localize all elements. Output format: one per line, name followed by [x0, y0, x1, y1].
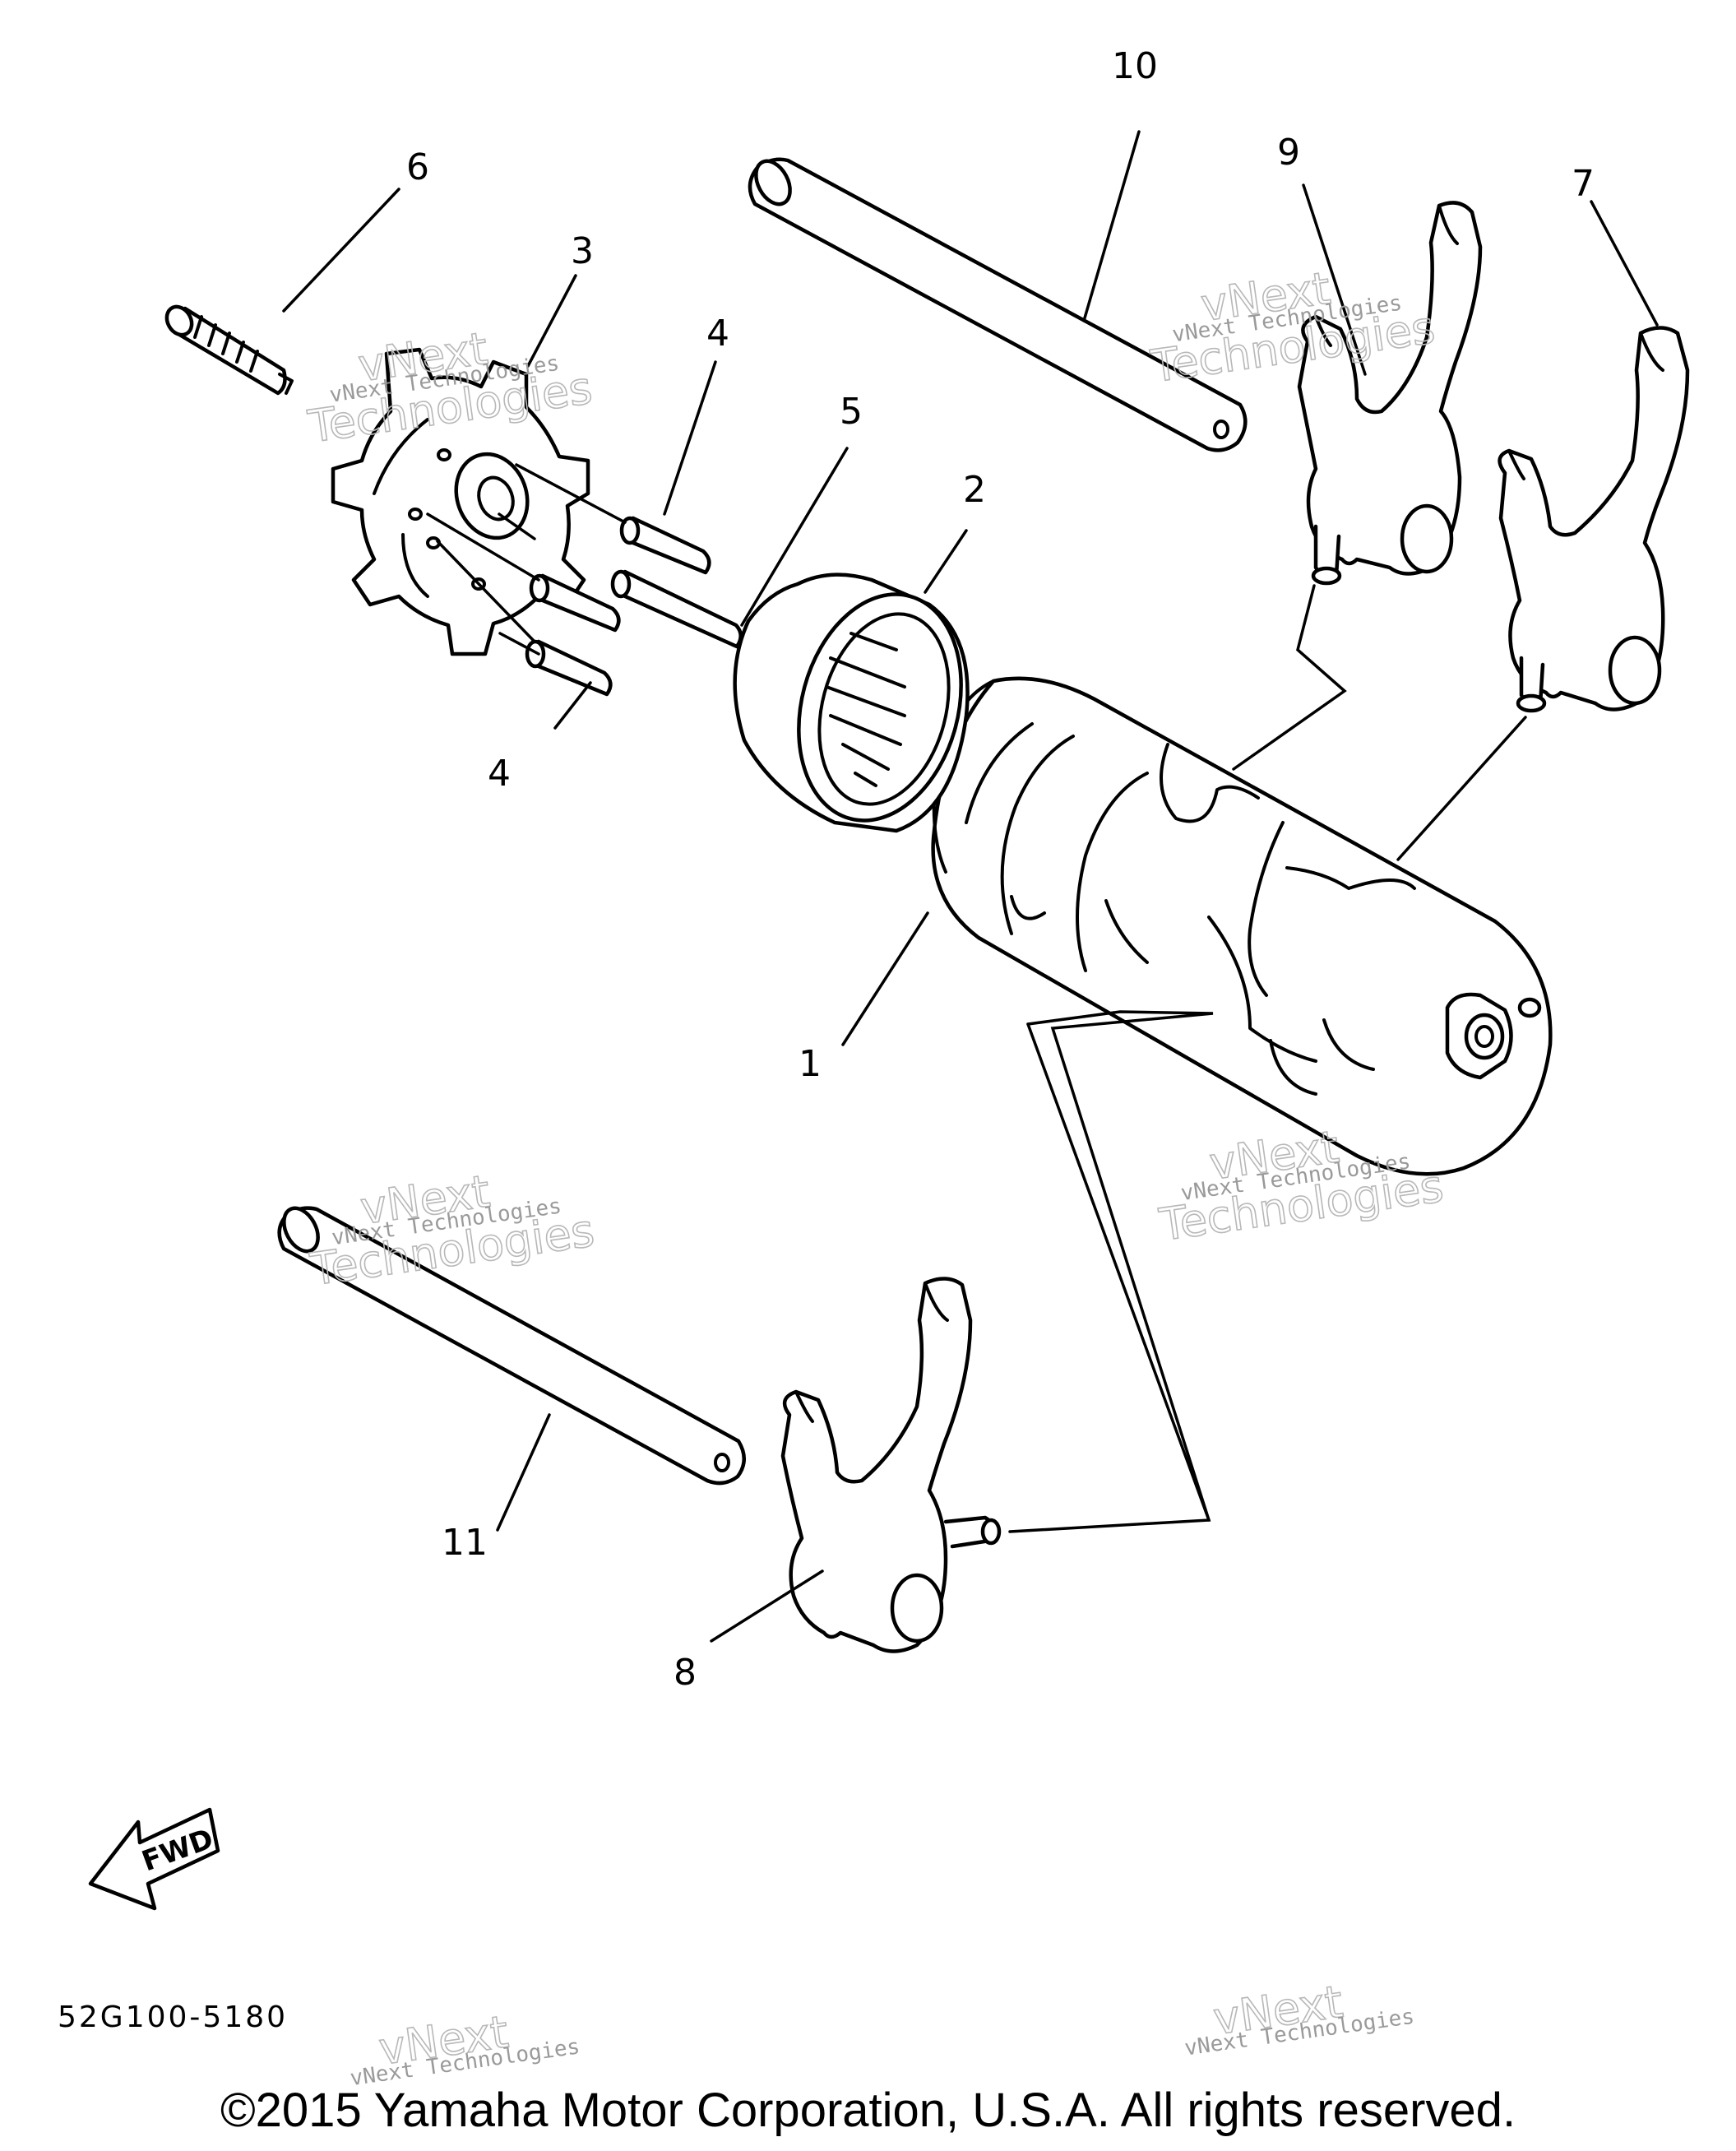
watermark-c: vNext Technologies vNext Technologies: [306, 1165, 598, 1296]
callout-8: 8: [674, 1652, 697, 1694]
pin-long: [610, 569, 743, 649]
callout-7: 7: [1572, 163, 1595, 205]
callout-10: 10: [1112, 45, 1158, 87]
shift-fork-upper: [1297, 201, 1483, 586]
callout-5: 5: [840, 391, 863, 433]
shift-fork-shaft-upper: [748, 157, 1248, 452]
callout-9: 9: [1277, 132, 1300, 174]
part-code: 52G100-5180: [58, 2000, 289, 2034]
watermark-e: vNext vNext Technologies: [349, 2005, 581, 2092]
connection-lines: [1008, 584, 1527, 1533]
watermark-b: vNext Technologies vNext Technologies: [1147, 262, 1439, 393]
forward-direction-arrow: FWD: [88, 1807, 220, 1911]
watermark-a: vNext Technologies vNext Technologies: [304, 322, 596, 453]
dowel-pin-upper: [619, 516, 711, 575]
watermark-f: vNext vNext Technologies: [1183, 1975, 1416, 2061]
callout-11: 11: [442, 1522, 488, 1564]
callout-4-upper: 4: [706, 313, 729, 355]
shift-fork-lower: [780, 1277, 1002, 1653]
copyright-notice: ©2015 Yamaha Motor Corporation, U.S.A. A…: [220, 2084, 1516, 2137]
segment: [331, 347, 590, 656]
callout-4-lower: 4: [488, 753, 511, 795]
pin-alignment-lines: [426, 463, 627, 656]
bearing: [733, 573, 970, 833]
callout-6: 6: [406, 146, 429, 188]
dowel-pin-lower: [525, 639, 613, 697]
callout-2: 2: [963, 469, 986, 511]
shift-cam: [931, 676, 1553, 1176]
callouts: 1 2 3 4 4 5 6 7 8 9 10 11: [406, 45, 1595, 1694]
callout-3: 3: [571, 230, 594, 272]
screw: [164, 304, 294, 396]
callout-1: 1: [799, 1043, 822, 1085]
leader-lines: [282, 130, 1659, 1643]
shift-fork-shaft-lower: [277, 1206, 746, 1486]
dowel-pin-middle: [529, 573, 621, 633]
shift-fork-right: [1498, 326, 1690, 713]
